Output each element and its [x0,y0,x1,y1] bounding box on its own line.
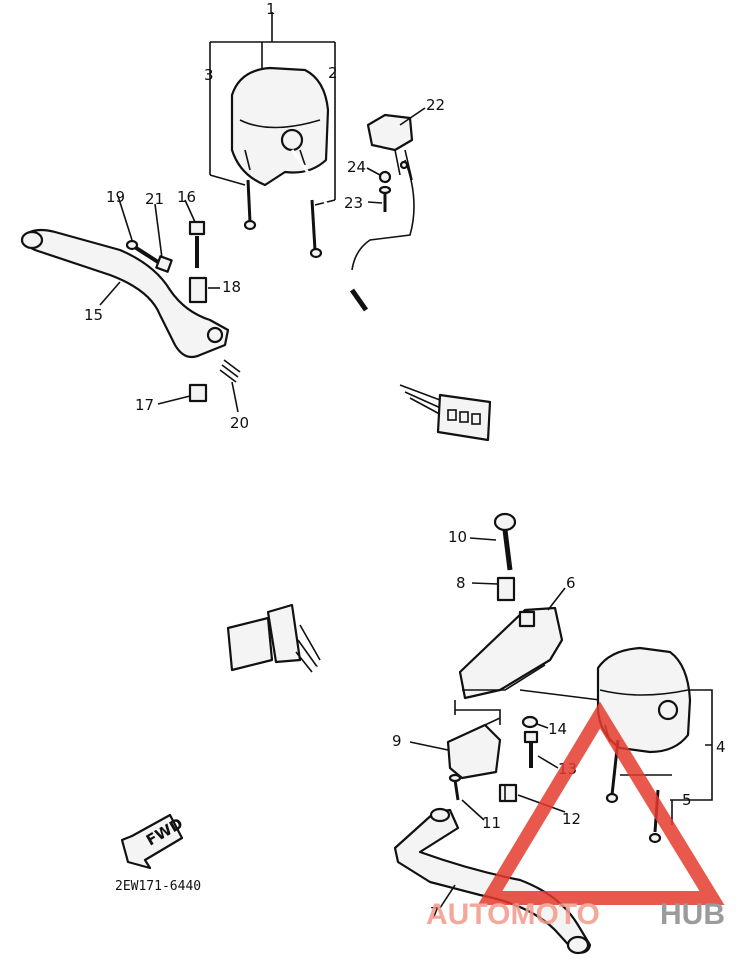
callout-18: 18 [222,278,241,296]
screw-23 [378,185,392,212]
callout-7: 7 [430,904,440,922]
screw-11 [448,773,462,801]
screw-3 [243,179,257,231]
nut-16 [188,220,206,268]
callout-16: 16 [177,188,196,206]
switch-housing-lower [596,646,692,754]
callout-20: 20 [230,414,249,432]
callout-9: 9 [392,732,402,750]
callout-6: 6 [566,574,576,592]
callout-10: 10 [448,528,467,546]
bolt-19 [125,239,160,264]
washer-14 [521,715,539,729]
clutch-lever-15 [20,228,230,359]
callout-17: 17 [135,396,154,414]
callout-12: 12 [562,810,581,828]
fwd-arrow-icon: FWD [120,813,186,870]
spring-20 [219,359,241,383]
lever-holder-6 [458,606,564,700]
collar-8 [496,576,516,602]
watermark-text-hub: HUB [660,898,725,931]
diagram-code: 2EW171-6440 [115,879,201,894]
callout-22: 22 [426,96,445,114]
watermark-text-main: AUTOMOTO [426,898,600,931]
callout-5: 5 [682,791,692,809]
callout-15: 15 [84,306,103,324]
nut-21 [155,255,173,273]
callout-3: 3 [204,66,214,84]
callout-14: 14 [548,720,567,738]
lower-assembly [226,512,713,955]
coupler-upper [436,393,492,442]
callout-19: 19 [106,188,125,206]
callout-11: 11 [482,814,501,832]
bracket-4-5 [670,689,713,801]
bolt-13 [523,730,539,768]
callout-labels: 1 2 3 4 5 6 7 8 9 10 11 12 13 14 15 16 1… [84,0,726,922]
clutch-switch-22 [366,113,414,181]
nut-17 [188,383,208,403]
callout-8: 8 [456,574,466,592]
washer-24 [378,170,392,184]
nut-12 [498,783,518,803]
callout-21: 21 [145,190,164,208]
brake-switch-9 [446,709,502,780]
coupler-lower [226,603,321,673]
callout-24: 24 [347,158,366,176]
collar-18 [188,276,208,304]
bracket-1-2-3 [209,12,336,200]
callout-2: 2 [328,64,338,82]
switch-housing-upper [230,66,330,187]
wire-harness-upper [290,149,448,419]
callout-4: 4 [716,738,726,756]
watermark: AUTOMOTO HUB [426,701,725,931]
callout-23: 23 [344,194,363,212]
screw-2 [309,199,323,259]
bolt-10 [493,512,517,571]
upper-assembly [20,12,492,442]
watermark-triangle-icon [477,701,725,905]
callout-1: 1 [266,0,276,18]
